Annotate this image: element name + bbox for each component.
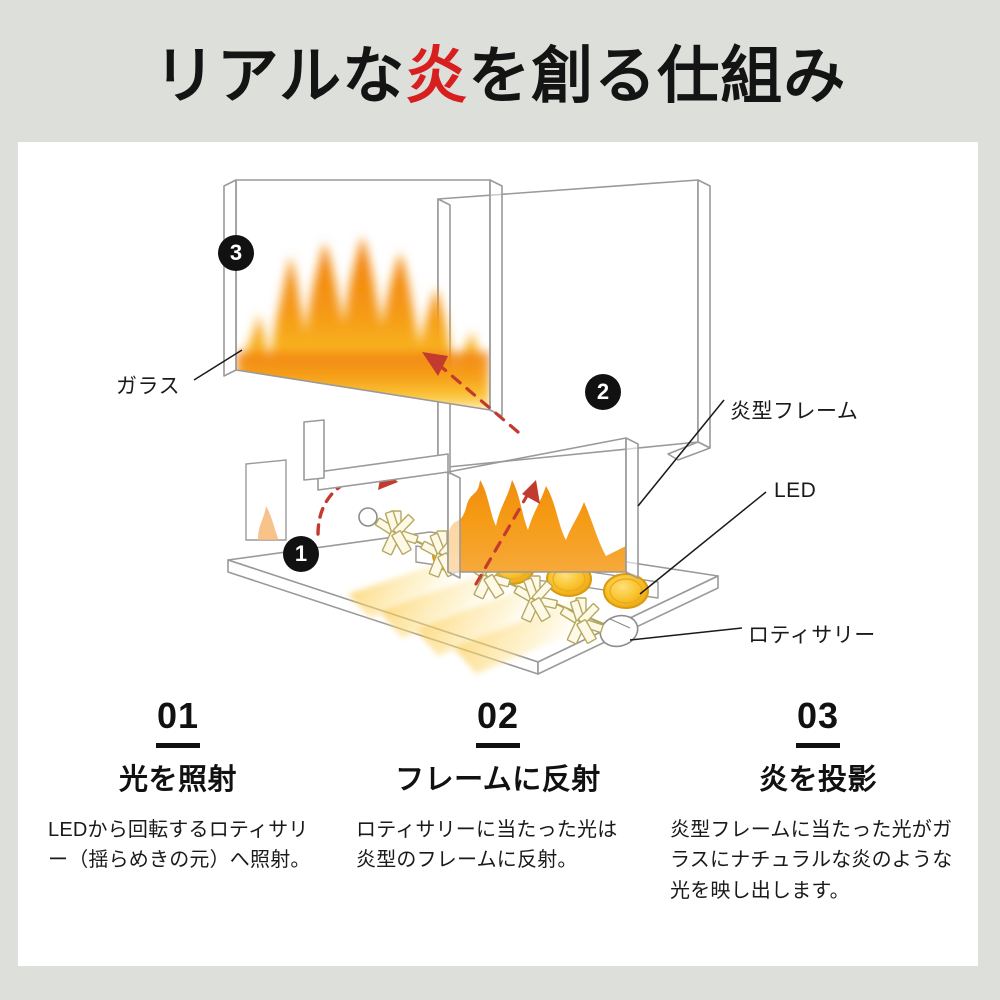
step2-arrow: [474, 492, 530, 586]
step-number-02: 02: [476, 695, 520, 736]
step-heading-03: 炎を投影: [758, 764, 877, 796]
glass-support-rail: [303, 419, 449, 491]
callout-label-flame-frame: 炎型フレーム: [730, 400, 859, 423]
step-rule-01: [156, 743, 200, 748]
step-item-03: 03 炎を投影 炎型フレームに当たった光がガラスにナチュラルな炎のような光を映し…: [658, 698, 978, 906]
step-badge-1: 1: [283, 536, 319, 572]
leader-frame: [637, 399, 725, 507]
step-rule-02: [476, 743, 520, 748]
step-heading-02: フレームに反射: [395, 764, 601, 796]
leader-glass: [193, 349, 243, 381]
step-body-02: ロティサリーに当たった光は炎型のフレームに反射。: [356, 818, 618, 872]
step-heading-01: 光を照射: [118, 764, 237, 796]
rotisserie-blade: [374, 510, 419, 556]
leader-rotisserie: [629, 627, 743, 641]
page-title-after: を創る仕組み: [468, 42, 847, 111]
leader-led: [639, 491, 767, 595]
page-title: リアルな炎を創る仕組み: [0, 46, 1000, 108]
step-rule-03: [796, 743, 840, 748]
rotisserie-blade: [559, 597, 604, 645]
flame-frame-panel: [447, 437, 639, 579]
inner-flame-frame: [245, 459, 287, 541]
step-badge-2: 2: [585, 374, 621, 410]
content-card: 1 2 3 ガラス 炎型フレーム LED ロティサリー 01 光を照射 LEDか…: [18, 142, 978, 966]
rear-panel: [437, 179, 711, 475]
callout-label-led: LED: [774, 479, 817, 502]
callout-label-rotisserie: ロティサリー: [748, 624, 876, 647]
mechanism-diagram: 1 2 3 ガラス 炎型フレーム LED ロティサリー: [18, 142, 978, 702]
callout-label-glass: ガラス: [116, 375, 181, 398]
step-item-02: 02 フレームに反射 ロティサリーに当たった光は炎型のフレームに反射。: [338, 698, 658, 906]
step-body-01: LEDから回転するロティサリー（揺らめきの元）へ照射。: [48, 818, 311, 872]
rotisserie-motor: [599, 614, 639, 648]
page-title-before: リアルな: [153, 42, 406, 111]
step-number-01: 01: [156, 695, 200, 736]
step-number-03: 03: [796, 695, 840, 736]
page-title-accent: 炎: [405, 42, 469, 111]
rotisserie-blade: [513, 575, 558, 623]
step3-arrow-head: [422, 352, 448, 376]
steps-row: 01 光を照射 LEDから回転するロティサリー（揺らめきの元）へ照射。 02 フ…: [18, 698, 978, 906]
step-item-01: 01 光を照射 LEDから回転するロティサリー（揺らめきの元）へ照射。: [18, 698, 338, 906]
callout-leader-lines: [193, 349, 767, 641]
led-emitter: [603, 573, 649, 609]
rotisserie-left-knob: [358, 507, 378, 527]
step-badge-3: 3: [218, 235, 254, 271]
step-body-03: 炎型フレームに当たった光がガラスにナチュラルな炎のような光を映し出します。: [670, 818, 953, 902]
step3-arrow: [436, 362, 520, 434]
step2-arrow-head: [522, 480, 540, 504]
